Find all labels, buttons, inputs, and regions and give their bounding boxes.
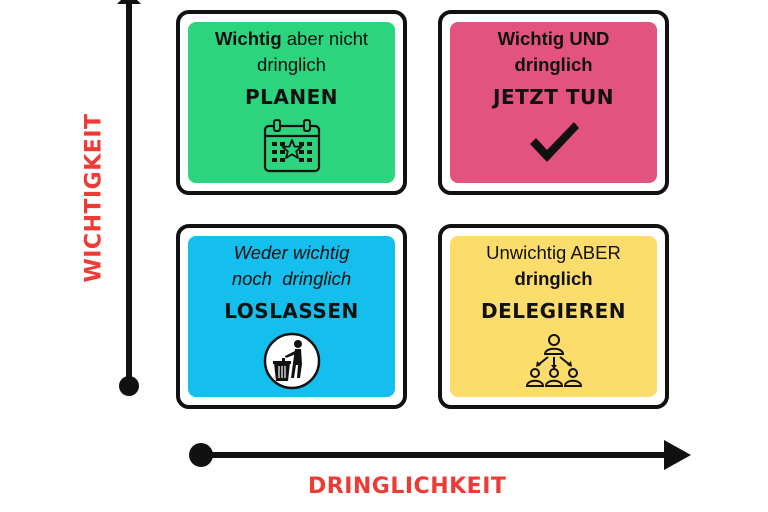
x-axis-arrowhead bbox=[664, 440, 691, 470]
quadrant-planen-line2: dringlich bbox=[257, 54, 326, 75]
quadrant-loslassen-line1: Weder wichtig bbox=[233, 242, 350, 263]
x-axis-origin-dot bbox=[189, 443, 213, 467]
quadrant-delegieren-fill: Unwichtig ABER dringlich DELEGIEREN bbox=[450, 236, 657, 397]
calendar-star-icon bbox=[262, 118, 322, 179]
quadrant-jetzt-tun-line1: Wichtig UND bbox=[497, 28, 610, 49]
quadrant-delegieren: Unwichtig ABER dringlich DELEGIEREN bbox=[438, 224, 669, 409]
quadrant-delegieren-line2: dringlich bbox=[514, 268, 593, 289]
y-axis-origin-dot bbox=[119, 376, 139, 396]
quadrant-planen-action: PLANEN bbox=[244, 85, 339, 109]
quadrant-jetzt-tun-line2: dringlich bbox=[514, 54, 593, 75]
quadrant-loslassen-fill: Weder wichtig noch dringlich LOSLASSEN bbox=[188, 236, 395, 397]
quadrant-planen-fill: Wichtig aber nicht dringlich PLANEN bbox=[188, 22, 395, 183]
x-axis-label: DRINGLICHKEIT bbox=[308, 474, 507, 499]
quadrant-planen-line1: Wichtig aber nicht bbox=[215, 26, 368, 52]
quadrant-jetzt-tun: Wichtig UND dringlich JETZT TUN bbox=[438, 10, 669, 195]
quadrant-loslassen-action: LOSLASSEN bbox=[224, 299, 359, 323]
quadrant-planen-line1-rest: aber nicht bbox=[281, 28, 369, 49]
quadrant-jetzt-tun-action: JETZT TUN bbox=[493, 85, 614, 109]
y-axis-label: WICHTIGKEIT bbox=[81, 113, 107, 283]
quadrant-loslassen-line2: noch dringlich bbox=[231, 268, 352, 289]
quadrant-planen-line1-bold: Wichtig bbox=[214, 28, 282, 49]
checkmark-icon bbox=[526, 118, 582, 171]
quadrant-jetzt-tun-fill: Wichtig UND dringlich JETZT TUN bbox=[450, 22, 657, 183]
quadrant-delegieren-line1: Unwichtig ABER bbox=[486, 242, 621, 263]
quadrant-delegieren-action: DELEGIEREN bbox=[481, 299, 626, 323]
y-axis-arrowhead bbox=[117, 0, 141, 4]
trash-bin-icon bbox=[263, 332, 321, 395]
quadrant-loslassen: Weder wichtig noch dringlich LOSLASSEN bbox=[176, 224, 407, 409]
quadrant-planen: Wichtig aber nicht dringlich PLANEN bbox=[176, 10, 407, 195]
delegate-team-icon bbox=[523, 332, 585, 393]
